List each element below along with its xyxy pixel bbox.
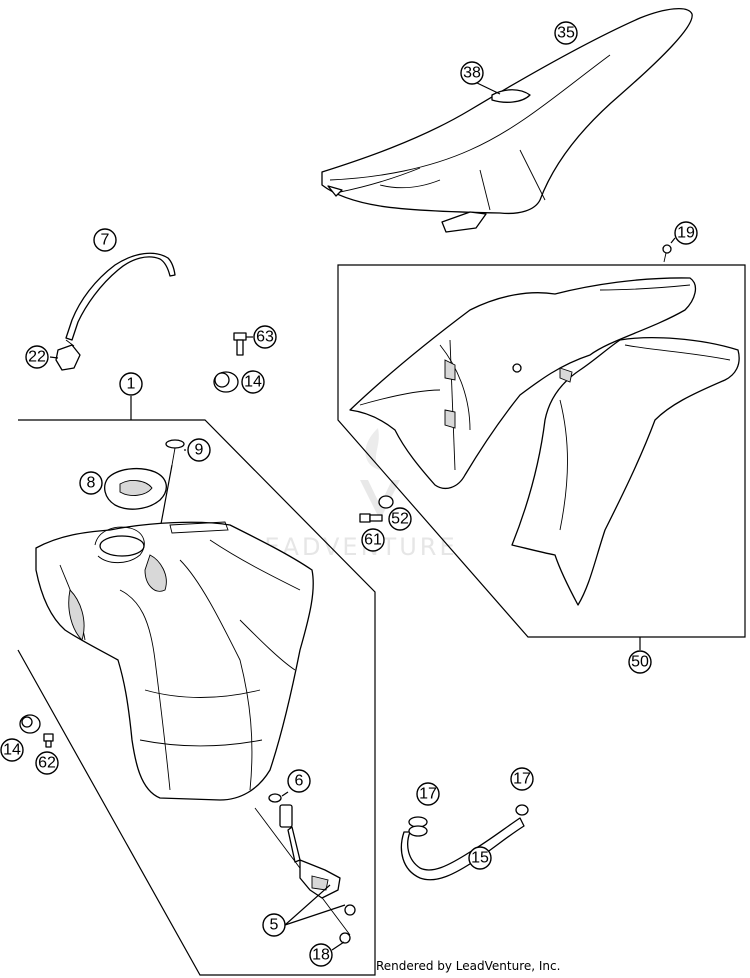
callout-5[interactable]: 5 <box>262 913 286 937</box>
callout-18[interactable]: 18 <box>309 943 333 967</box>
svg-text:22: 22 <box>28 349 46 366</box>
callout-14-lower[interactable]: 14 <box>0 738 24 762</box>
shroud-group-frame <box>337 264 746 638</box>
callout-6[interactable]: 6 <box>287 769 311 793</box>
washer-52-part[interactable] <box>378 495 394 509</box>
spacer-14-lower-part[interactable] <box>19 714 41 734</box>
breather-hose-part[interactable] <box>65 252 176 341</box>
svg-text:15: 15 <box>471 850 489 867</box>
leader-18 <box>331 941 345 951</box>
callout-8[interactable]: 8 <box>79 471 103 495</box>
bolt-63-part[interactable] <box>233 332 247 356</box>
fuel-tank-part[interactable] <box>35 521 314 801</box>
bolt-62-part[interactable] <box>43 733 54 748</box>
svg-text:17: 17 <box>419 786 437 803</box>
callout-63[interactable]: 63 <box>253 325 277 349</box>
filler-cap-part[interactable] <box>104 467 167 510</box>
callout-22[interactable]: 22 <box>25 345 49 369</box>
svg-text:62: 62 <box>38 755 56 772</box>
elbow-fitting-part[interactable] <box>55 339 81 371</box>
o-ring-6-part[interactable] <box>268 793 282 803</box>
svg-text:8: 8 <box>87 475 96 492</box>
leader-38 <box>474 81 501 95</box>
screw-19-part[interactable] <box>662 244 672 263</box>
leader-22 <box>49 356 59 359</box>
hose-clamp-right-part[interactable] <box>515 804 529 816</box>
svg-text:38: 38 <box>463 65 481 82</box>
callout-1[interactable]: 1 <box>119 372 143 396</box>
hose-clamp-left-part[interactable] <box>408 816 428 837</box>
callout-61[interactable]: 61 <box>361 528 385 552</box>
callout-15[interactable]: 15 <box>468 846 492 870</box>
seat-part[interactable] <box>321 8 693 233</box>
svg-text:6: 6 <box>295 773 304 790</box>
tank-group-frame <box>17 419 376 976</box>
svg-text:7: 7 <box>101 232 110 249</box>
callout-14-top[interactable]: 14 <box>241 370 265 394</box>
left-shroud-part[interactable] <box>349 277 697 489</box>
svg-text:19: 19 <box>677 225 695 242</box>
leader-19 <box>670 237 676 244</box>
right-shroud-part[interactable] <box>511 337 740 606</box>
svg-text:52: 52 <box>391 511 409 528</box>
svg-text:63: 63 <box>256 329 274 346</box>
svg-text:61: 61 <box>364 532 382 549</box>
svg-text:14: 14 <box>244 374 262 391</box>
callout-19[interactable]: 19 <box>674 221 698 245</box>
callout-9[interactable]: 9 <box>187 438 211 462</box>
callout-35[interactable]: 35 <box>554 21 578 45</box>
svg-text:1: 1 <box>127 376 136 393</box>
svg-text:5: 5 <box>270 917 279 934</box>
footer-credit: Rendered by LeadVenture, Inc. <box>376 959 561 973</box>
callout-62[interactable]: 62 <box>35 751 59 775</box>
callout-17-right[interactable]: 17 <box>510 767 534 791</box>
svg-text:14: 14 <box>3 742 21 759</box>
spacer-14-top-part[interactable] <box>213 371 239 393</box>
svg-text:9: 9 <box>195 442 204 459</box>
callout-17-left[interactable]: 17 <box>416 782 440 806</box>
callout-50[interactable]: 50 <box>628 650 652 674</box>
fuel-hose-part[interactable] <box>400 817 525 881</box>
leader-5b <box>284 904 346 926</box>
callout-38[interactable]: 38 <box>460 61 484 85</box>
svg-text:18: 18 <box>312 947 330 964</box>
svg-text:50: 50 <box>631 654 649 671</box>
bolt-61-part[interactable] <box>359 513 383 523</box>
leader-5a <box>284 884 331 926</box>
leader-6 <box>281 791 289 797</box>
svg-text:17: 17 <box>513 771 531 788</box>
callout-52[interactable]: 52 <box>388 507 412 531</box>
fuel-tap-part[interactable] <box>254 804 356 944</box>
screw-9-part[interactable] <box>165 439 185 466</box>
callout-7[interactable]: 7 <box>93 228 117 252</box>
svg-text:35: 35 <box>557 25 575 42</box>
